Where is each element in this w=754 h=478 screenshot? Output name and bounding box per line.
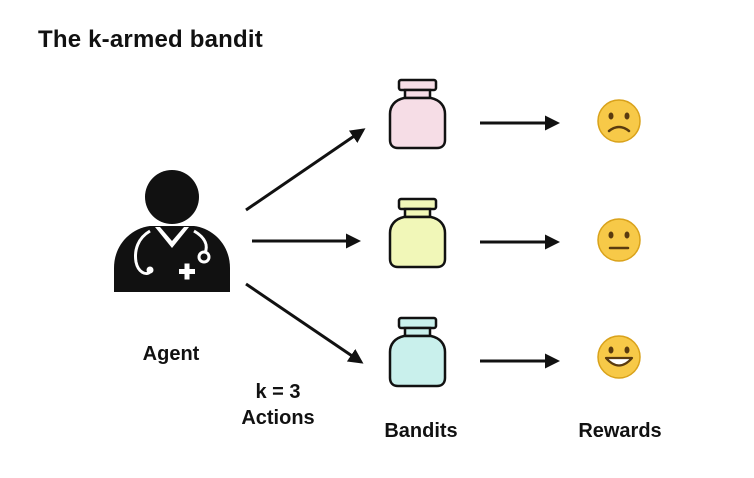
neutral-face-icon [597, 218, 641, 262]
rewards-label: Rewards [578, 420, 662, 442]
agent-label: Agent [142, 343, 200, 365]
bottle-icon [388, 316, 447, 388]
sad-face-icon [597, 99, 641, 143]
bandits-label: Bandits [384, 420, 458, 442]
happy-face-icon [597, 335, 641, 379]
page-title: The k-armed bandit [38, 26, 263, 53]
doctor-icon [114, 170, 230, 292]
k-value-label: k = 3 [255, 381, 301, 403]
bottle-icon [388, 78, 447, 150]
actions-text-label: Actions [241, 407, 315, 429]
bottle-icon [388, 197, 447, 269]
actions-label: k = 3 Actions [226, 379, 330, 431]
action-arrow-1 [245, 128, 366, 212]
action-arrow-3 [245, 282, 364, 364]
